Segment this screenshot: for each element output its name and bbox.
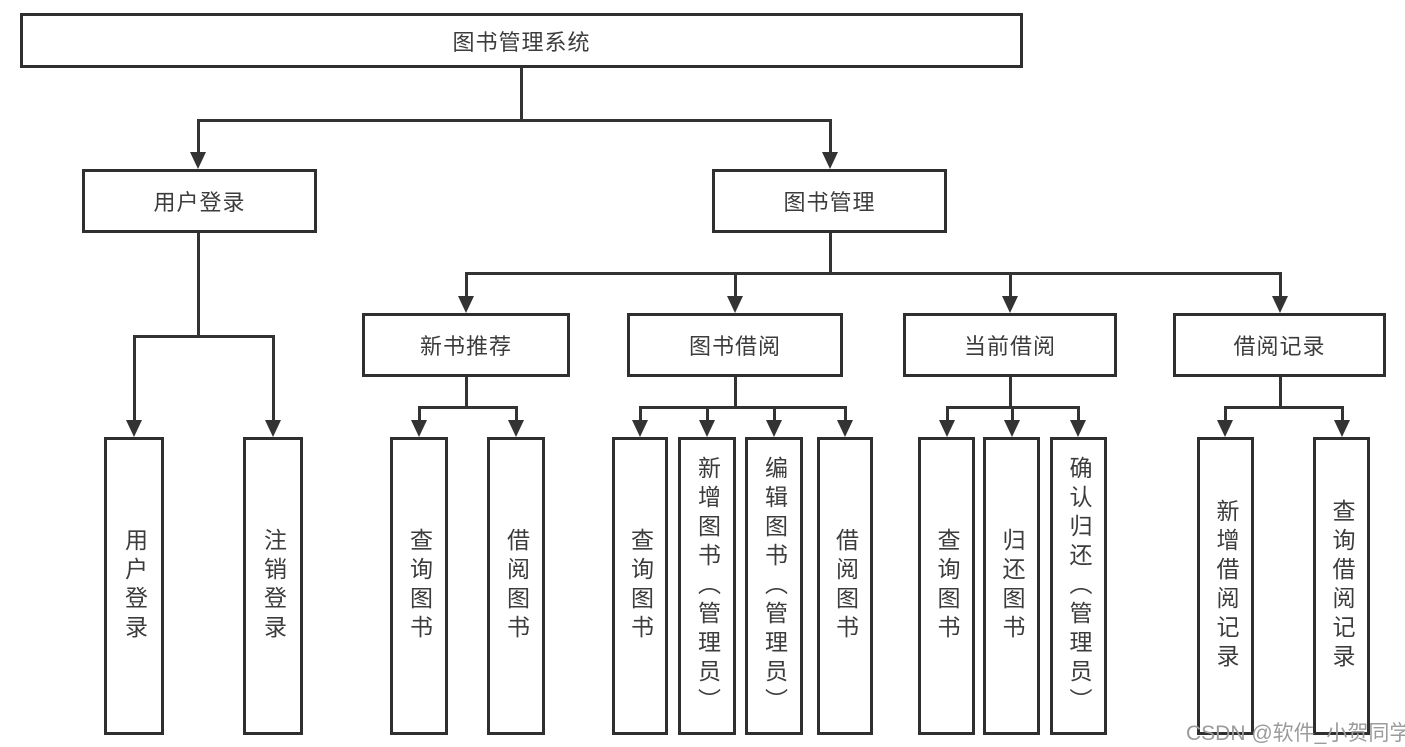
leaf-logout-label: 注销登录 (260, 528, 287, 644)
arrowhead-down-icon (411, 420, 427, 437)
connector-vline (1008, 377, 1012, 409)
leaf-confirm-return-admin: 确认归还（管理员） (1050, 437, 1107, 735)
leaf-add-borrow-record: 新增借阅记录 (1197, 437, 1254, 735)
connector-vline (1010, 406, 1014, 428)
arrowhead-down-icon (508, 420, 524, 437)
connector-hline (1223, 406, 1344, 409)
arrowhead-down-icon (1004, 420, 1020, 437)
connector-hline (196, 119, 832, 122)
connector-vline (1223, 406, 1227, 428)
connector-vline (417, 406, 421, 428)
node-book-management: 图书管理 (712, 169, 947, 233)
connector-vline (1278, 272, 1282, 304)
connector-vline (196, 233, 200, 338)
connector-vline (132, 335, 136, 428)
leaf-return-book: 归还图书 (983, 437, 1040, 735)
connector-hline (417, 406, 518, 409)
node-book-borrow-label: 图书借阅 (688, 334, 781, 359)
leaf-query-book-2: 查询图书 (612, 437, 668, 735)
arrowhead-down-icon (822, 152, 838, 169)
connector-hline (945, 406, 1080, 409)
arrowhead-down-icon (190, 152, 206, 169)
connector-vline (772, 406, 776, 428)
node-current-borrow-label: 当前借阅 (963, 334, 1056, 359)
node-root: 图书管理系统 (20, 13, 1023, 68)
node-new-book-recommend-label: 新书推荐 (419, 334, 512, 359)
arrowhead-down-icon (939, 420, 955, 437)
connector-vline (1340, 406, 1344, 428)
connector-vline (196, 119, 200, 158)
connector-vline (828, 233, 832, 275)
node-borrow-records-label: 借阅记录 (1233, 334, 1326, 359)
leaf-add-book-admin-label: 新增图书（管理员） (694, 455, 721, 717)
leaf-edit-book-admin: 编辑图书（管理员） (745, 437, 803, 735)
leaf-query-book-3-label: 查询图书 (934, 528, 960, 644)
connector-hline (464, 272, 1282, 275)
leaf-borrow-book-1-label: 借阅图书 (503, 528, 530, 644)
arrowhead-down-icon (766, 420, 782, 437)
connector-vline (1008, 272, 1012, 304)
connector-vline (945, 406, 949, 428)
arrowhead-down-icon (458, 296, 474, 313)
connector-hline (638, 406, 847, 409)
leaf-borrow-book-2-label: 借阅图书 (832, 528, 859, 644)
arrowhead-down-icon (632, 420, 648, 437)
leaf-query-book-3: 查询图书 (918, 437, 975, 735)
arrowhead-down-icon (1002, 296, 1018, 313)
arrowhead-down-icon (727, 296, 743, 313)
connector-vline (705, 406, 709, 428)
leaf-confirm-return-admin-label: 确认归还（管理员） (1066, 455, 1092, 717)
node-book-borrow: 图书借阅 (627, 313, 843, 377)
leaf-borrow-book-2: 借阅图书 (817, 437, 873, 735)
arrowhead-down-icon (126, 420, 142, 437)
leaf-query-borrow-record-label: 查询借阅记录 (1329, 499, 1355, 673)
connector-vline (1076, 406, 1080, 428)
arrowhead-down-icon (699, 420, 715, 437)
arrowhead-down-icon (837, 420, 853, 437)
arrowhead-down-icon (1070, 420, 1086, 437)
connector-hline (132, 335, 275, 338)
leaf-return-book-label: 归还图书 (999, 528, 1025, 644)
connector-vline (464, 377, 468, 409)
arrowhead-down-icon (1272, 296, 1288, 313)
connector-vline (519, 68, 523, 121)
leaf-user-login: 用户登录 (104, 437, 164, 735)
arrowhead-down-icon (1217, 420, 1233, 437)
csdn-watermark: CSDN @软件_小贺同学 (1186, 722, 1405, 745)
node-user-login: 用户登录 (82, 169, 317, 233)
node-borrow-records: 借阅记录 (1173, 313, 1386, 377)
connector-vline (464, 272, 468, 304)
leaf-borrow-book-1: 借阅图书 (487, 437, 545, 735)
leaf-add-borrow-record-label: 新增借阅记录 (1213, 499, 1239, 673)
arrowhead-down-icon (1334, 420, 1350, 437)
leaf-edit-book-admin-label: 编辑图书（管理员） (761, 455, 788, 717)
connector-vline (1278, 377, 1282, 409)
arrowhead-down-icon (265, 420, 281, 437)
node-current-borrow: 当前借阅 (903, 313, 1117, 377)
node-user-login-label: 用户登录 (153, 190, 246, 215)
leaf-query-book-1-label: 查询图书 (406, 528, 433, 644)
node-root-label: 图书管理系统 (452, 29, 591, 55)
connector-vline (843, 406, 847, 428)
node-book-management-label: 图书管理 (783, 190, 876, 215)
leaf-user-login-label: 用户登录 (121, 528, 148, 644)
connector-vline (733, 272, 737, 304)
leaf-query-book-2-label: 查询图书 (627, 528, 654, 644)
connector-vline (514, 406, 518, 428)
connector-vline (733, 377, 737, 409)
node-new-book-recommend: 新书推荐 (362, 313, 570, 377)
leaf-query-book-1: 查询图书 (390, 437, 448, 735)
connector-vline (271, 335, 275, 428)
leaf-add-book-admin: 新增图书（管理员） (678, 437, 736, 735)
leaf-query-borrow-record: 查询借阅记录 (1313, 437, 1370, 735)
leaf-logout: 注销登录 (243, 437, 303, 735)
connector-vline (638, 406, 642, 428)
connector-vline (828, 119, 832, 158)
